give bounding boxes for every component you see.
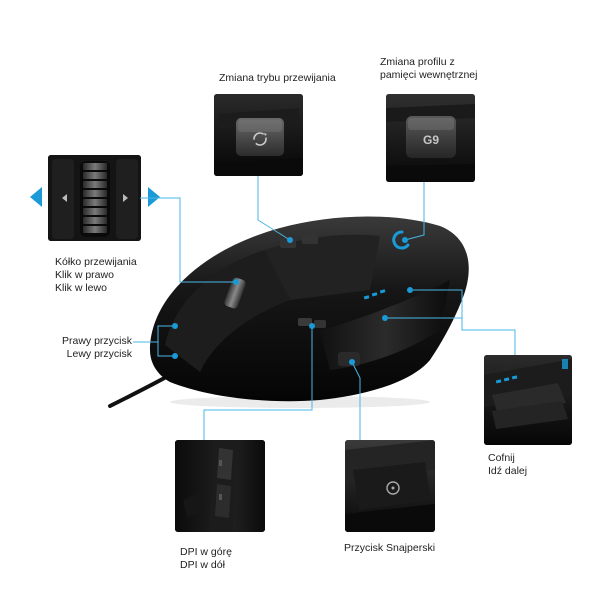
label-side: Cofnij Idź dalej [488, 452, 528, 477]
inset-sniper-button [345, 440, 435, 532]
label-sniper: Przycisk Snajperski [344, 542, 436, 554]
inset-profile-button: G9 [386, 94, 475, 182]
label-profile: Zmiana profilu z pamięci wewnętrznej [380, 56, 478, 81]
callout-dots [172, 237, 413, 365]
inset-side-buttons [484, 355, 572, 445]
label-dpi: DPI w górę DPI w dół [180, 546, 232, 571]
inset-scroll-wheel [48, 155, 141, 241]
g-logo-icon [392, 230, 410, 250]
inset-scroll-mode-button [214, 94, 303, 176]
inset-dpi-buttons [175, 440, 265, 532]
profile-icon: G9 [423, 133, 439, 147]
scroll-mode-icon [253, 132, 267, 146]
mouse-cable [108, 374, 170, 408]
label-scroll-mode: Zmiana trybu przewijania [219, 72, 336, 84]
label-main-buttons: Prawy przycisk Lewy przycisk [61, 335, 132, 360]
label-wheel: Kółko przewijania Klik w prawo Klik w le… [55, 256, 137, 294]
mouse-wheel [224, 277, 246, 309]
sniper-icon [386, 481, 400, 495]
callout-lines [133, 176, 516, 440]
